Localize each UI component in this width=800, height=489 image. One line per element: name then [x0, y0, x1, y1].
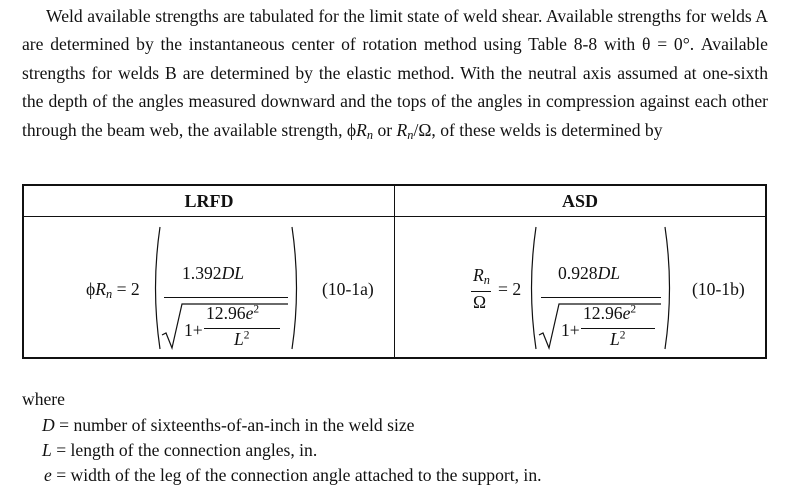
- asd-inner-fraction-bar: [581, 328, 655, 329]
- lrfd-lhs: ϕRn = 2: [86, 279, 140, 302]
- lrfd-inner-denominator: L2: [234, 329, 250, 349]
- asd-equals-two: = 2: [498, 279, 522, 299]
- asd-lhs-numerator: Rn: [473, 265, 490, 288]
- r-symbol-2: R: [396, 119, 408, 140]
- lrfd-equation-label: (10-1a): [322, 279, 374, 299]
- asd-lhs-fraction-bar: [471, 291, 491, 292]
- where-label: where: [22, 389, 65, 409]
- asd-left-paren: [530, 226, 537, 350]
- lrfd-left-paren: [154, 226, 161, 350]
- phi-symbol: ϕ: [346, 119, 357, 140]
- lrfd-right-paren: [291, 226, 298, 350]
- lrfd-inner-fraction-bar: [204, 328, 280, 329]
- lrfd-header: LRFD: [22, 184, 395, 217]
- lrfd-inner-numerator: 12.96e2: [206, 303, 260, 323]
- or-text: or: [373, 119, 397, 140]
- r-symbol: R: [356, 119, 367, 140]
- asd-right-paren: [664, 226, 671, 350]
- asd-equation-label: (10-1b): [692, 279, 745, 299]
- asd-header: ASD: [394, 184, 767, 217]
- asd-one-plus: 1+: [561, 320, 580, 340]
- lrfd-equation-cell: ϕRn = 2 1.392DL 1+ 12.96e2 L2 (10-1a): [22, 216, 395, 359]
- definition-l: L = length of the connection angles, in.: [42, 440, 318, 460]
- asd-lhs-denominator: Ω: [473, 292, 487, 312]
- asd-inner-numerator: 12.96e2: [583, 303, 637, 323]
- lrfd-main-fraction-bar: [164, 297, 288, 298]
- lrfd-numerator: 1.392DL: [182, 263, 245, 283]
- lrfd-one-plus: 1+: [184, 320, 203, 340]
- intro-paragraph: Weld available strengths are tabulated f…: [22, 2, 768, 149]
- definition-e: e = width of the leg of the connection a…: [44, 465, 542, 485]
- n-subscript: n: [366, 127, 374, 142]
- n-subscript-2: n: [407, 127, 414, 142]
- asd-sqrt-sign: [538, 303, 661, 351]
- paragraph-tail: , of these welds is determined by: [431, 119, 663, 140]
- asd-numerator: 0.928DL: [558, 263, 621, 283]
- lrfd-sqrt-sign: [161, 303, 288, 351]
- paragraph-text: Weld available strengths are tabulated f…: [22, 6, 768, 140]
- asd-equation-cell: Rn Ω = 2 0.928DL 1+ 12.96e2 L2 (10-1b): [394, 216, 767, 359]
- strength-equation-table: LRFD ASD ϕRn = 2 1.392DL 1+ 12.96e2 L2 (…: [22, 184, 767, 359]
- asd-inner-denominator: L2: [610, 329, 626, 349]
- asd-main-fraction-bar: [541, 297, 661, 298]
- definition-d: D = number of sixteenths-of-an-inch in t…: [42, 415, 415, 435]
- slash-omega: /Ω: [413, 119, 432, 140]
